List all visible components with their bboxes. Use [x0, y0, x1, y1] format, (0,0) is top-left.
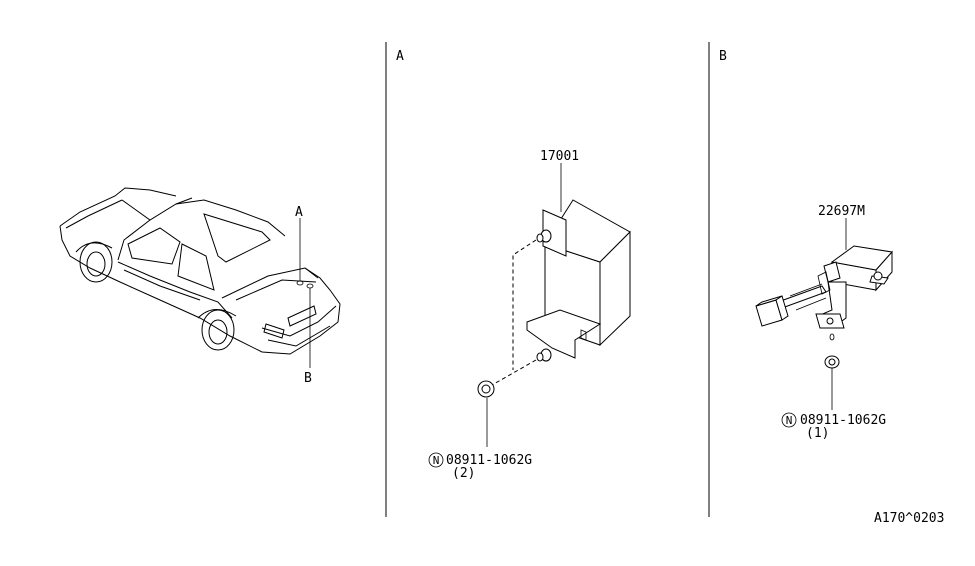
part-number-17001: 17001 [540, 149, 579, 164]
fastener-b-qty: (1) [806, 426, 829, 441]
circle-n-icon-a [428, 452, 444, 468]
part-number-22697m: 22697M [818, 204, 865, 219]
car-callout-b: B [304, 371, 312, 386]
fastener-b-number: 08911-1062G [800, 413, 886, 428]
control-module-b [755, 245, 893, 369]
section-label-a: A [396, 49, 404, 64]
diagram-code: A170^0203 [874, 511, 944, 526]
fastener-a-qty: (2) [452, 466, 475, 481]
control-module-a [477, 199, 631, 398]
fastener-a-number: 08911-1062G [446, 453, 532, 468]
circle-n-letter-a: N [433, 454, 440, 467]
circle-n-icon-b [781, 412, 797, 428]
car-illustration [59, 187, 341, 355]
car-callout-a: A [295, 205, 303, 220]
circle-n-letter-b: N [786, 414, 793, 427]
section-label-b: B [719, 49, 727, 64]
